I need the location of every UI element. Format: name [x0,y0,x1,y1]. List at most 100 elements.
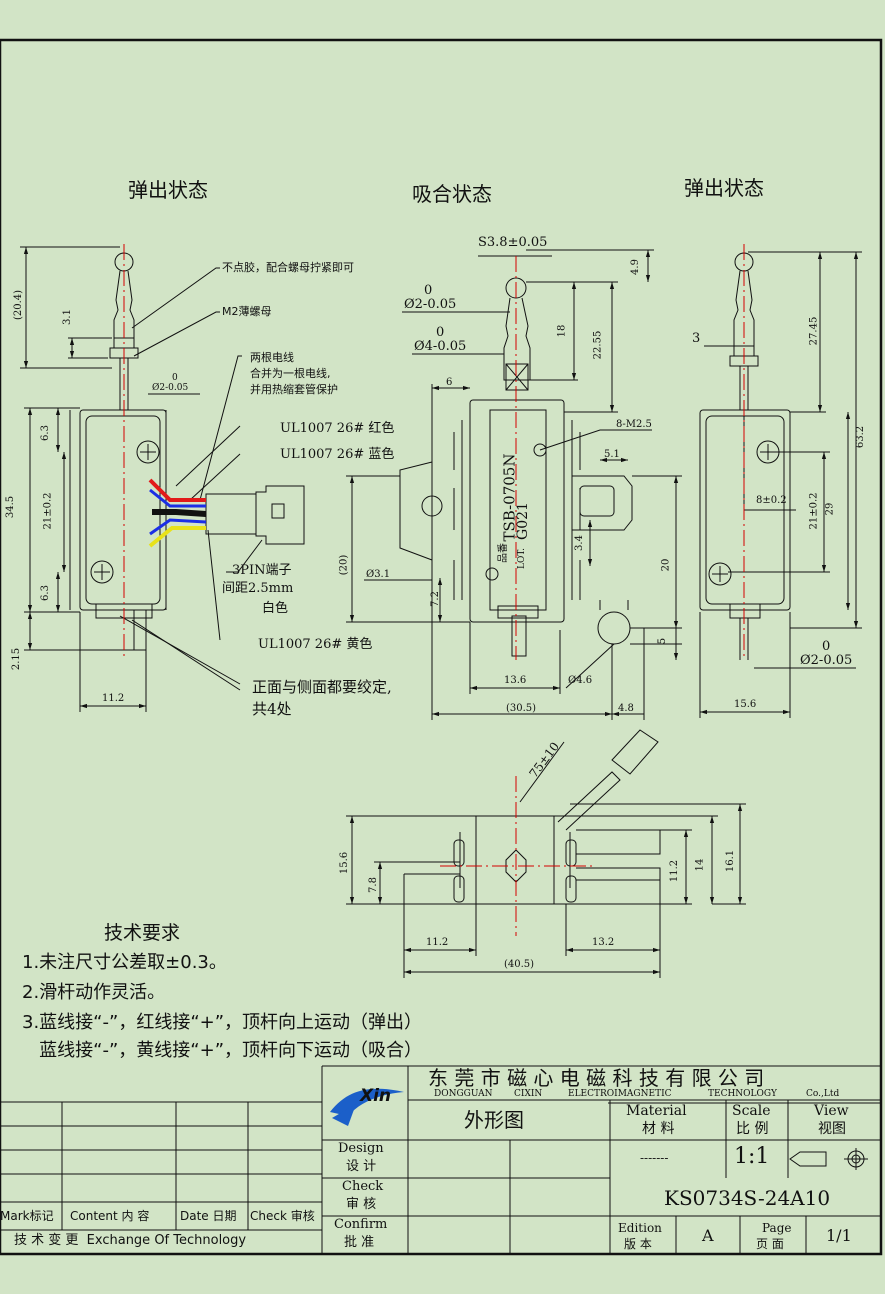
dim-8: 8±0.2 [756,495,787,506]
rev-content-header: Content 内 容 [70,1209,150,1223]
requirement-3: 3.蓝线接“-”，红线接“+”，顶杆向上运动（弹出） [22,1012,423,1033]
nut-note: 不点胶，配合螺母拧紧即可 [222,261,354,274]
wire-note-1: 两根电线 [250,351,294,364]
page-label-cn: 页 面 [756,1237,784,1251]
dim-stroke: S3.8±0.05 [478,235,548,250]
dim-20-paren: (20) [338,554,350,576]
dim-21-right: 21±0.2 [808,492,820,530]
drawing-name: 外形图 [464,1108,524,1132]
nut-label: M2薄螺母 [222,305,272,318]
edition-label-en: Edition [618,1221,662,1235]
company-en-2: CIXIN [514,1089,543,1099]
dim-phi4: Ø4-0.05 [414,339,467,354]
bottom-view-outline [346,729,746,978]
rev-footer: 技 术 变 更 Exchange Of Technology [14,1233,247,1248]
dim-63-2: 63.2 [855,425,867,449]
requirement-2: 2.滑杆动作灵活。 [22,982,166,1003]
dim-20: 20 [660,558,672,572]
twist-note-2: 共4处 [252,700,292,718]
lot-code: G021 [514,502,531,540]
scale-label-cn: 比 例 [736,1121,769,1137]
requirement-1: 1.未注尺寸公差取±0.3。 [22,952,227,973]
company-logo-text: Xin [360,1086,392,1106]
terminal-label-2: 间距2.5mm [222,581,294,596]
dim-15-6-right: 15.6 [734,699,757,710]
dim-20-4: (20.4) [13,289,25,321]
dim-4-8: 4.8 [618,703,634,714]
edition-value: A [702,1226,714,1245]
view-label-en: View [814,1103,849,1119]
dim-0a: 0 [424,283,433,298]
check-label-cn: 审 核 [346,1197,377,1212]
right-view-title: 弹出状态 [684,176,764,200]
requirements-title: 技术要求 [104,922,181,944]
design-label-en: Design [338,1141,384,1156]
part-number: KS0734S-24A10 [664,1186,831,1210]
dim-21-left: 21±0.2 [42,492,54,530]
scale-value: 1:1 [734,1144,770,1169]
right-view-outline [699,251,862,718]
dim-phi2-right: Ø2-0.05 [800,653,853,668]
scale-label-en: Scale [732,1103,771,1119]
terminal-label-3: 白色 [262,601,289,616]
company-en-1: DONGGUAN [434,1089,493,1099]
confirm-label-en: Confirm [334,1217,388,1232]
wire-blue-label: UL1007 26# 蓝色 [280,447,395,462]
dim-18: 18 [556,324,568,338]
dim-29: 29 [824,502,836,516]
dim-3-1: 3.1 [61,309,73,325]
material-label-cn: 材 料 [642,1121,675,1137]
dim-7-2: 7.2 [429,591,441,607]
wire-yellow-label: UL1007 26# 黄色 [258,637,373,652]
page-label-en: Page [762,1221,792,1235]
twist-note-1: 正面与侧面都要绞定, [252,678,392,696]
dim-4-9: 4.9 [629,259,641,275]
rev-date-header: Date 日期 [180,1209,237,1223]
company-en-3: ELECTROIMAGNETIC [568,1089,672,1099]
dim-6-3b: 6.3 [39,585,51,601]
dim-15-6-bottom: 15.6 [339,851,351,875]
dim-30-5: (30.5) [506,703,537,714]
dim-22-55: 22.55 [592,330,604,360]
dim-m2-5: 8-M2.5 [616,419,652,430]
rev-mark-header: Mark标记 [0,1209,54,1223]
dim-11-2-bottom: 11.2 [426,937,449,948]
dim-0-right: 0 [822,639,831,654]
dim-40-5: (40.5) [504,959,535,970]
drawing-border [0,38,883,1256]
dim-6: 6 [446,377,453,388]
lot-label: LOT. [516,548,527,569]
dim-0-left: 0 [172,373,178,383]
wire-note-3: 并用热缩套管保护 [250,383,338,396]
dim-7-8: 7.8 [367,877,379,893]
dim-34-5: 34.5 [5,495,17,519]
dim-13-6: 13.6 [504,675,527,686]
material-value: ------- [640,1151,669,1165]
dim-5-1: 5.1 [604,449,620,460]
dim-phi2: Ø2-0.05 [404,297,457,312]
terminal-label-1: 3PIN端子 [232,563,292,578]
page-value: 1/1 [826,1226,852,1245]
check-label-en: Check [342,1179,384,1194]
wire-note-2: 合并为一根电线, [250,367,331,380]
rev-check-header: Check 审核 [250,1209,315,1223]
dim-16-1: 16.1 [725,849,737,873]
material-label-en: Material [626,1103,687,1119]
dim-6-3a: 6.3 [39,425,51,441]
wires [148,478,207,548]
dim-5: 5 [657,637,669,645]
wire-red-label: UL1007 26# 红色 [280,421,395,436]
edition-label-cn: 版 本 [624,1237,652,1251]
dim-13-2: 13.2 [592,937,615,948]
middle-view-outline [346,249,682,720]
dim-0b: 0 [436,325,445,340]
left-view-title: 弹出状态 [128,178,208,202]
dim-phi2-left: Ø2-0.05 [152,383,189,393]
company-logo-mark [330,1088,404,1126]
bottom-center-line [440,776,592,936]
requirement-4: 蓝线接“-”，黄线接“+”，顶杆向下运动（吸合） [22,1040,423,1061]
confirm-label-cn: 批 准 [344,1235,375,1250]
dim-2-15: 2.15 [11,647,23,671]
dim-3: 3 [692,331,701,346]
company-en-4: TECHNOLOGY [708,1089,777,1099]
